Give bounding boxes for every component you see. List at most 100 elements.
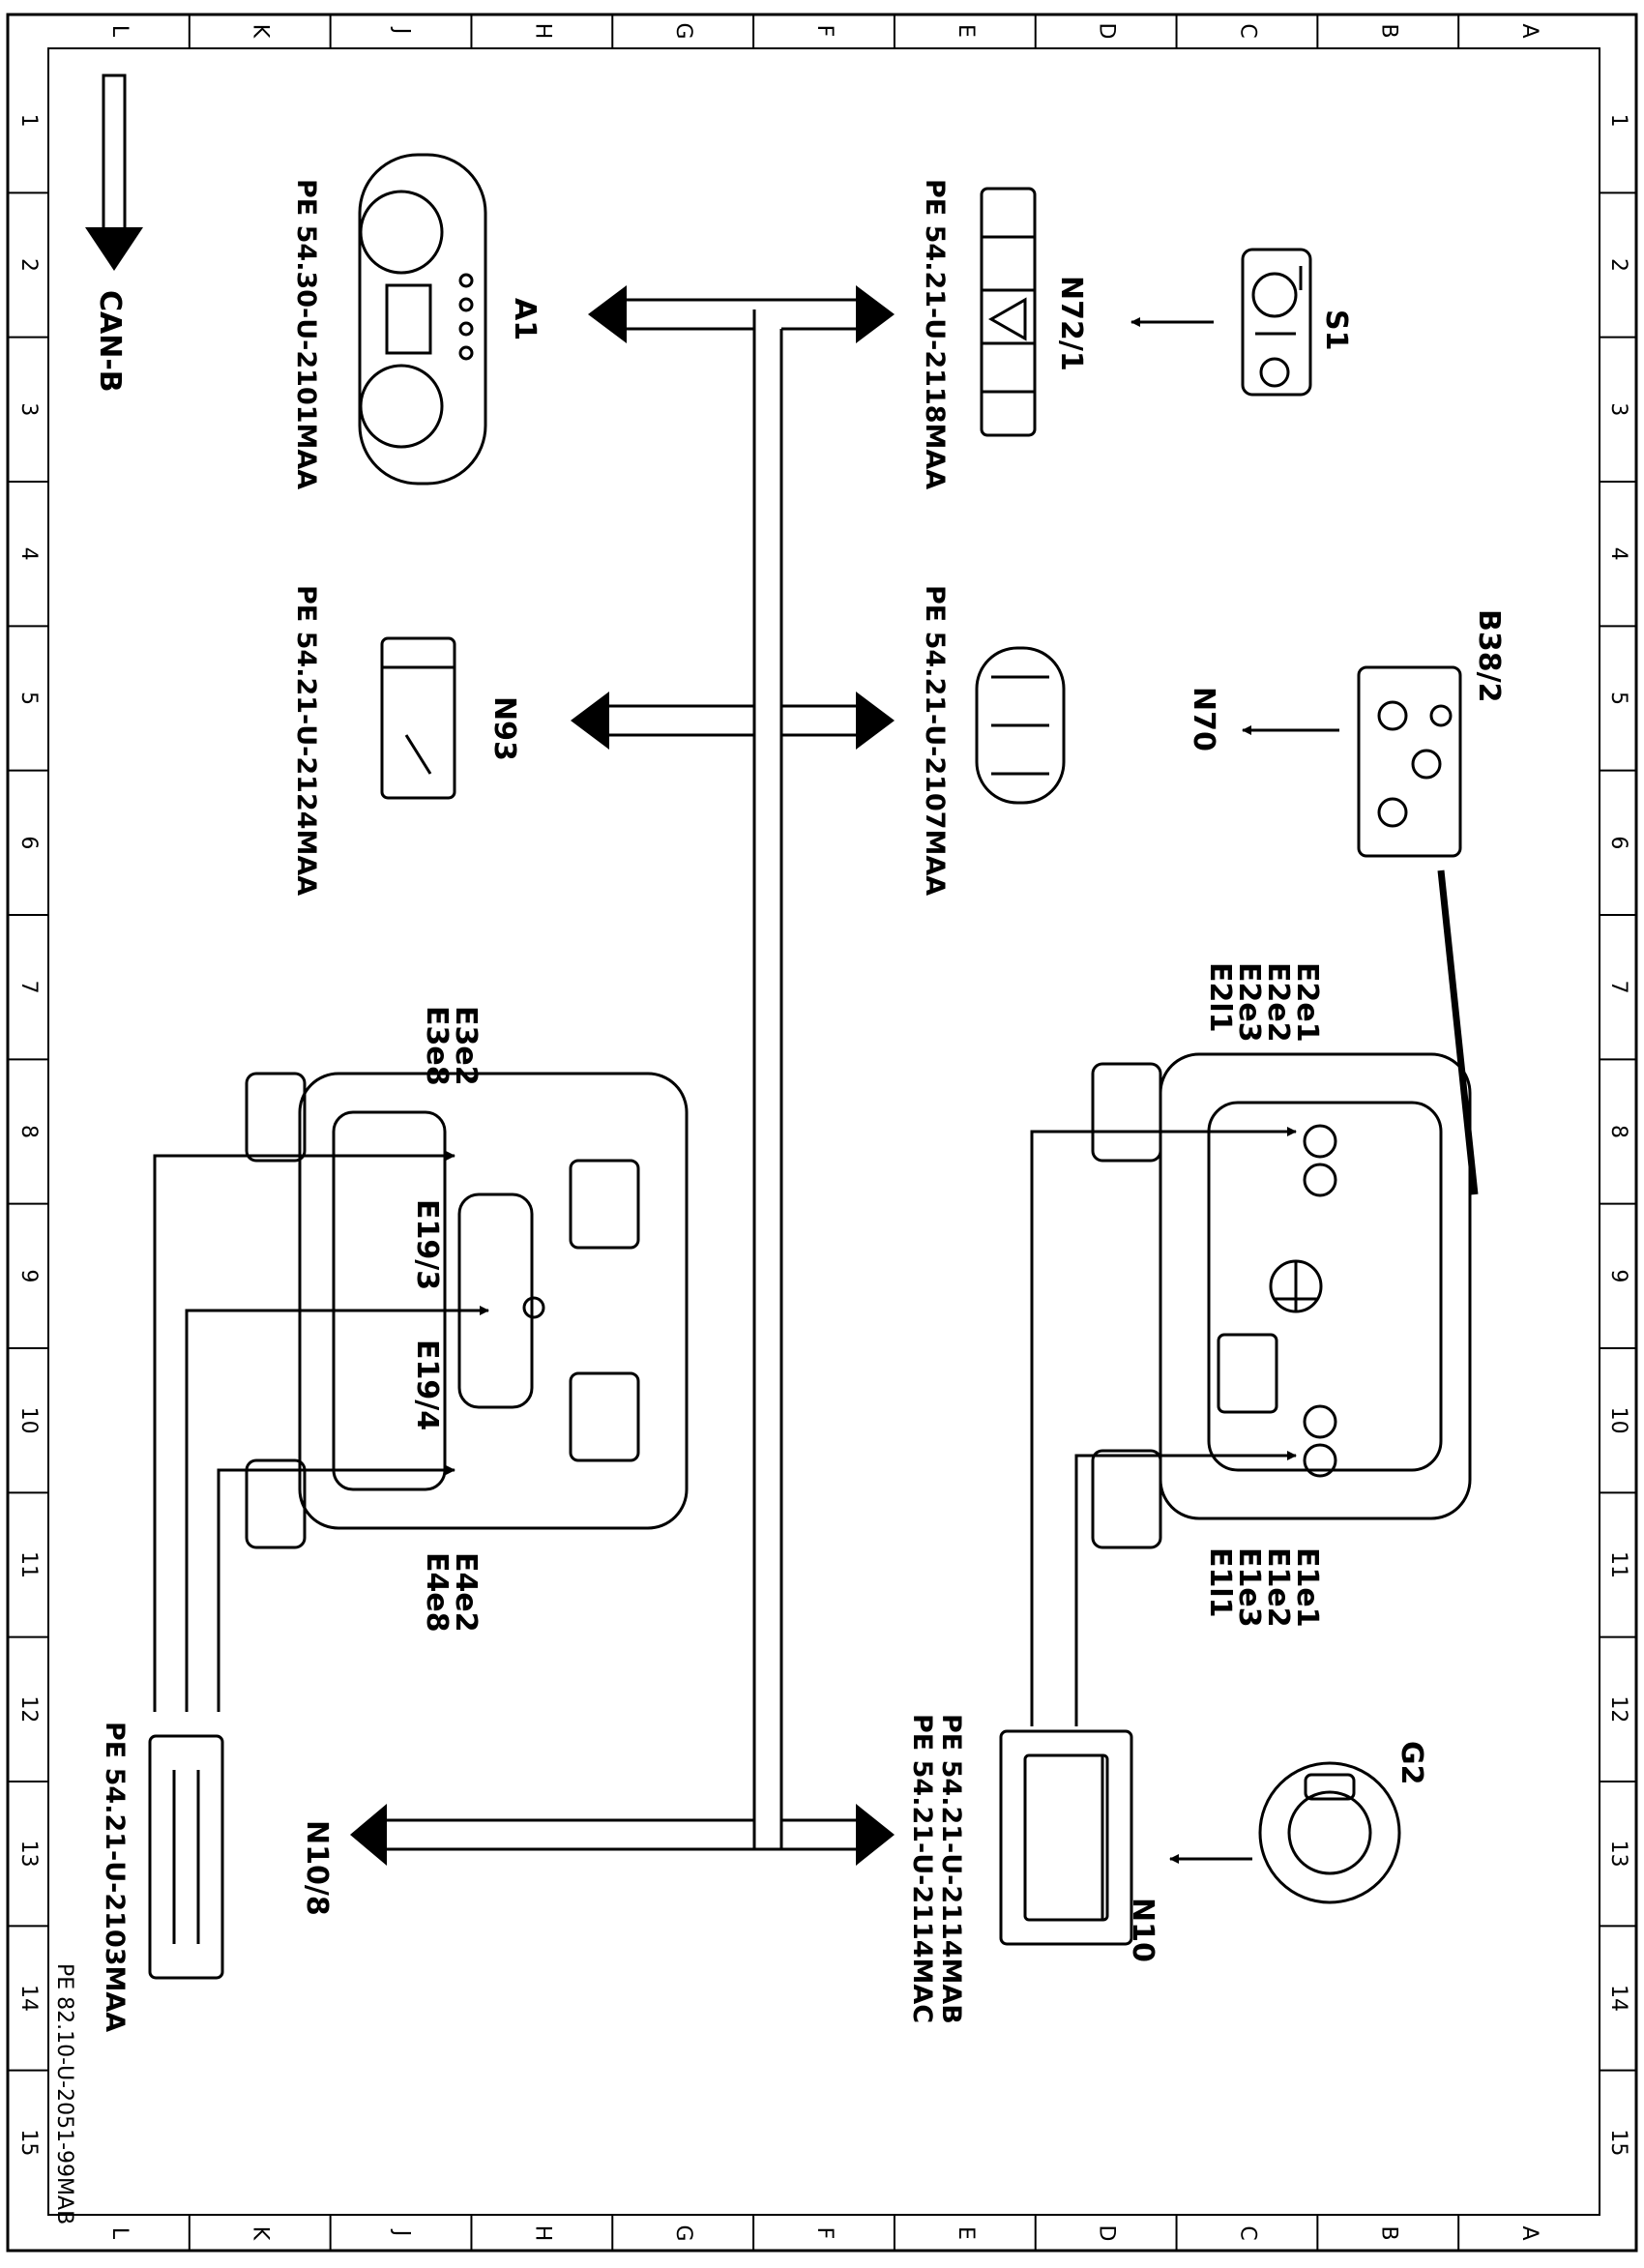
front-lamp-e1e2: E1e2 [1261, 1547, 1295, 1628]
front-lamp-e2e1: E2e1 [1290, 962, 1324, 1043]
n70-label: N70 [1187, 687, 1220, 751]
grid-row-label-right: 10 [1606, 1407, 1630, 1434]
front-lamp-wires [1030, 1127, 1297, 1726]
grid-column-label-top: C [1235, 23, 1259, 38]
rear-right-lamp-labels: E4e2 E4e8 [420, 1552, 483, 1633]
can-bus-lines [387, 298, 856, 1851]
rear-lamp-e3e2: E3e2 [449, 1006, 483, 1086]
a1-reference: PE 54.30-U-2101MAA [291, 179, 321, 489]
n10-label: N10 [1126, 1898, 1160, 1962]
grid-row-label-right: 9 [1606, 1269, 1630, 1282]
grid-row-label-right: 13 [1606, 1841, 1630, 1868]
grid-row-label-right: 15 [1606, 2129, 1630, 2156]
grid-column-label-top: A [1517, 23, 1541, 38]
n10-reference-mac: PE 54.21-U-2114MAC [907, 1714, 937, 2023]
grid-row-label-right: 4 [1606, 547, 1630, 561]
n72-1-reference: PE 54.21-U-2118MAA [920, 179, 950, 489]
n10-8-module [148, 1734, 224, 1980]
grid-row-label-left: 12 [16, 1695, 41, 1723]
g2-label: G2 [1394, 1741, 1428, 1785]
grid-row-label-left: 3 [16, 402, 41, 416]
grid-row-label-right: 8 [1606, 1125, 1630, 1138]
front-lamp-e1e3: E1e3 [1232, 1547, 1266, 1628]
grid-column-label-top: E [954, 24, 978, 38]
front-lamp-e2l1: E2l1 [1203, 962, 1237, 1033]
grid-column-label-bottom: E [954, 2226, 978, 2240]
rear-left-lamp-labels: E3e2 E3e8 [420, 1006, 483, 1086]
n10-8-reference: PE 54.21-U-2103MAA [100, 1722, 130, 2032]
front-lamp-e1l1: E1l1 [1203, 1547, 1237, 1618]
front-lamp-e2e3: E2e3 [1232, 962, 1266, 1043]
grid-column-label-bottom: D [1095, 2225, 1119, 2242]
grid-row-label-right: 14 [1606, 1985, 1630, 2012]
grid-row-label-right: 3 [1606, 402, 1630, 416]
grid-row-label-left: 1 [16, 114, 41, 128]
b38-2-label: B38/2 [1472, 609, 1506, 702]
grid-row-label-left: 2 [16, 258, 41, 272]
n93-label: N93 [487, 696, 521, 761]
grid-row-label-left: 6 [16, 836, 41, 849]
grid-row-label-left: 14 [16, 1985, 41, 2012]
rear-lamp-e3e8: E3e8 [420, 1006, 454, 1086]
grid-column-label-top: B [1376, 23, 1400, 38]
s1-switch-component [1241, 248, 1312, 397]
grid-column-label-top: D [1095, 23, 1119, 40]
rear-lamp-wires [153, 1151, 489, 1712]
n70-reference: PE 54.21-U-2107MAA [920, 585, 950, 896]
n93-reference: PE 54.21-U-2124MAA [291, 585, 321, 896]
grid-row-label-right: 12 [1606, 1695, 1630, 1723]
grid-column-label-top: F [812, 25, 837, 38]
grid-column-label-bottom: J [390, 2228, 414, 2237]
grid-row-label-right: 11 [1606, 1551, 1630, 1578]
front-vehicle-view [1091, 1052, 1472, 1549]
grid-column-label-top: J [390, 26, 414, 35]
grid-column-label-bottom: C [1235, 2225, 1259, 2240]
bus-arrowheads [350, 285, 895, 1866]
front-left-lamp-labels: E2e1 E2e2 E2e3 E2l1 [1203, 962, 1324, 1043]
grid-row-label-left: 9 [16, 1269, 41, 1282]
grid-column-label-bottom: G [671, 2224, 695, 2241]
rear-lamp-e4e8: E4e8 [420, 1552, 454, 1633]
g2-alternator [1258, 1761, 1401, 1904]
grid-column-label-bottom: L [107, 2227, 132, 2240]
grid-row-label-left: 10 [16, 1407, 41, 1434]
grid-column-label-top: G [671, 22, 695, 39]
grid-row-label-left: 13 [16, 1841, 41, 1868]
rear-vehicle-view [245, 1072, 689, 1549]
n70-overhead-panel [975, 646, 1066, 805]
front-lamp-e2e2: E2e2 [1261, 962, 1295, 1043]
grid-row-label-right: 6 [1606, 836, 1630, 849]
grid-row-label-right: 2 [1606, 258, 1630, 272]
grid-row-label-left: 5 [16, 692, 41, 705]
grid-row-label-left: 8 [16, 1125, 41, 1138]
grid-column-label-bottom: H [530, 2225, 554, 2242]
grid-column-label-bottom: B [1376, 2225, 1400, 2240]
grid-column-label-top: H [530, 23, 554, 40]
n93-module [380, 636, 456, 800]
n10-8-label: N10/8 [300, 1820, 334, 1916]
grid-row-label-left: 11 [16, 1551, 41, 1578]
grid-row-label-right: 5 [1606, 692, 1630, 705]
grid-row-label-left: 15 [16, 2129, 41, 2156]
s1-label: S1 [1319, 309, 1353, 350]
n10-module [999, 1729, 1133, 1946]
b38-2-sensor [1357, 665, 1462, 858]
grid-column-label-bottom: K [249, 2226, 273, 2241]
can-b-legend: CAN-B [85, 74, 143, 393]
front-lamp-e1e1: E1e1 [1290, 1547, 1324, 1628]
e19-4-label: E19/4 [410, 1340, 444, 1430]
a1-instrument-cluster [358, 153, 487, 486]
can-b-label: CAN-B [93, 290, 127, 393]
grid-column-label-top: K [249, 24, 273, 39]
n72-1-control-panel [980, 187, 1037, 437]
a1-label: A1 [508, 298, 542, 340]
grid-row-label-left: 7 [16, 981, 41, 994]
grid-row-label-right: 1 [1606, 114, 1630, 128]
n10-reference-mab: PE 54.21-U-2114MAB [936, 1714, 966, 2024]
e19-3-label: E19/3 [410, 1199, 444, 1290]
grid-column-label-bottom: F [812, 2227, 837, 2240]
front-right-lamp-labels: E1e1 E1e2 E1e3 E1l1 [1203, 1547, 1324, 1628]
grid-column-label-top: L [107, 25, 132, 38]
